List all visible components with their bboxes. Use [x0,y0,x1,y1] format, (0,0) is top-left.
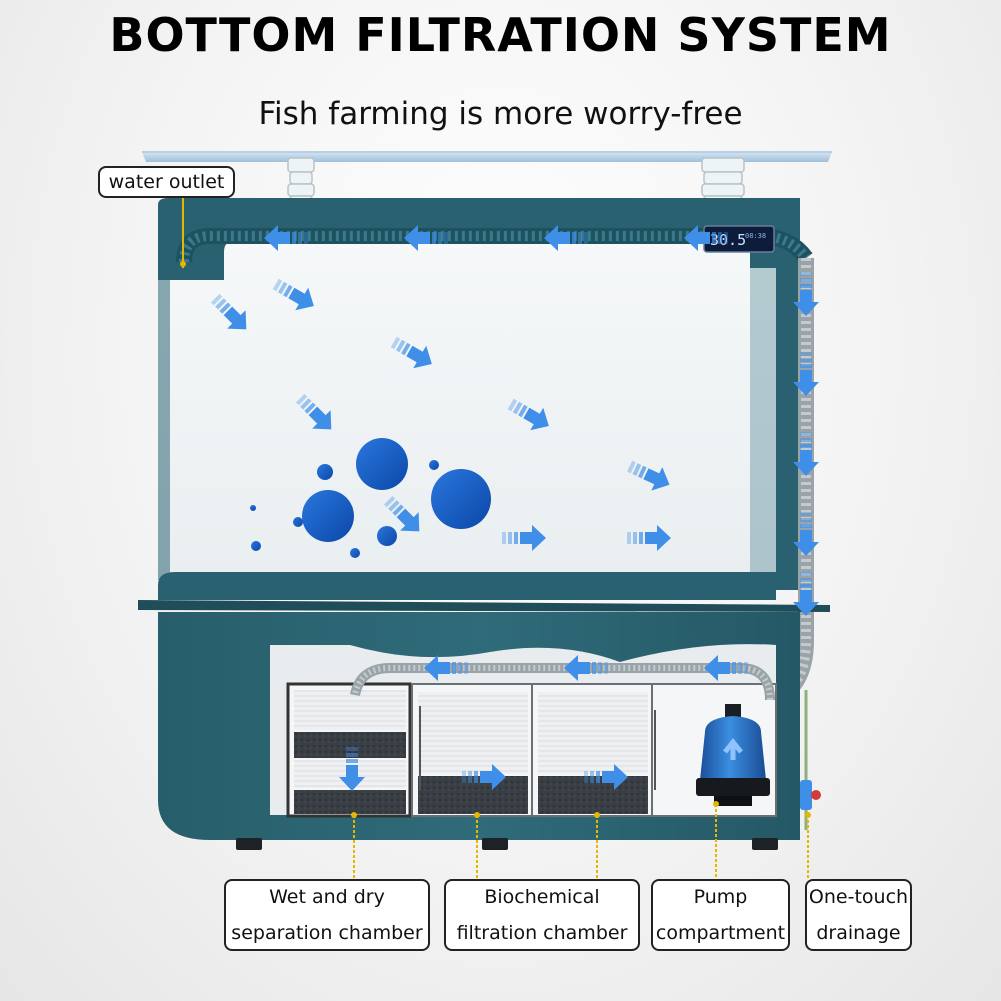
flow-arrow-icon [404,225,448,251]
biochemical-chamber-label: Biochemical filtration chamber [444,879,640,951]
page-subtitle: Fish farming is more worry-free [258,96,743,132]
flow-arrow-icon [704,655,748,681]
flow-arrow-icon [462,764,506,790]
flow-arrow-icon [424,655,468,681]
pump-compartment-label: Pump compartment [651,879,790,951]
flow-arrow-icon [264,225,308,251]
drainage-label: One-touch drainage [805,879,912,951]
flow-arrow-icon [383,495,420,532]
flow-arrow-icon [544,225,588,251]
flow-arrow-icon [507,398,549,431]
drain-valve-icon [800,690,821,830]
flow-arrows [210,225,819,791]
cabinet-feet [236,838,778,850]
flow-arrow-icon [793,512,819,556]
flow-arrow-icon [390,336,432,369]
svg-text:08:38: 08:38 [745,232,766,240]
wet-dry-chamber-label: Wet and dry separation chamber [224,879,430,951]
flow-arrow-icon [627,460,670,491]
page-title: BOTTOM FILTRATION SYSTEM [109,8,892,62]
flow-arrow-icon [272,278,314,311]
flow-arrow-icon [793,352,819,396]
flow-arrow-icon [210,293,247,330]
top-return-hose [176,228,813,264]
flow-arrow-icon [564,655,608,681]
water-outlet-label: water outlet [98,166,235,198]
flow-arrow-icon [793,272,819,316]
flow-arrow-icon [793,432,819,476]
flow-arrow-icon [584,764,628,790]
flow-arrow-icon [793,572,819,616]
flow-arrow-icon [684,225,728,251]
filter-chambers [286,682,777,818]
flow-arrow-icon [295,393,332,430]
callout-lines [180,194,811,880]
bubbles [250,438,491,558]
upper-tank-glass [158,210,798,580]
flow-arrow-icon [627,525,671,551]
water-pump-icon [696,704,770,806]
flow-arrow-icon [339,747,365,791]
flow-arrow-icon [502,525,546,551]
